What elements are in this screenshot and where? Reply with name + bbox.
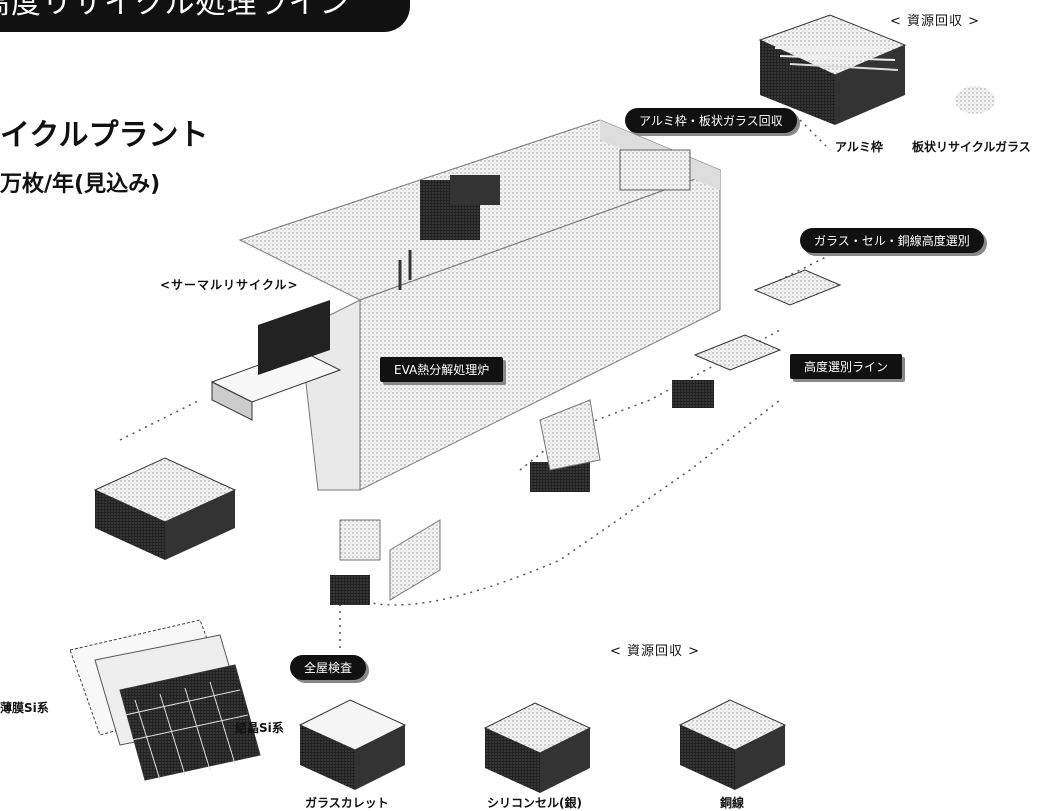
thin-film-label: 薄膜Si系 [0, 701, 49, 715]
inspection-pill: 全屋検査 [290, 655, 367, 680]
silicon-cell-crate [483, 702, 592, 793]
resource-recovery-bottom: < 資源回収 > [610, 644, 701, 659]
output-label-silicon-cell: シリコンセル(銀) [487, 796, 582, 810]
title-banner: 高度リサイクル処理ライン [0, 0, 410, 32]
separator-illustration [330, 519, 441, 605]
solar-panels-illustration [69, 619, 261, 781]
output-label-copper-wire: 銅線 [720, 796, 745, 810]
loading-conveyor-illustration [210, 300, 342, 421]
aluminum-crate-illustration [758, 14, 907, 125]
copper-wire-crate [678, 699, 787, 790]
resource-recovery-top: < 資源回収 > [890, 14, 981, 29]
crystalline-label: 結晶Si系 [235, 721, 284, 735]
eva-furnace-illustration [238, 119, 722, 491]
capacity-text: 万枚/年(見込み) [0, 172, 161, 197]
glass-cullet-crate [298, 699, 407, 790]
page-title: 高度リサイクル処理ライン [0, 0, 351, 21]
sorting-line-illustration [530, 269, 842, 492]
advanced-line-pill: 高度選別ライン [790, 354, 903, 379]
thermal-recycle-label: <サーマルリサイクル> [160, 278, 299, 292]
recycled-glass-label: 板状リサイクルガラス [912, 140, 1031, 154]
aluminum-glass-recovery-pill: アルミ枠・板状ガラス回収 [625, 108, 797, 133]
glass-pile-illustration [955, 86, 995, 114]
aluminum-frame-label: アルミ枠 [835, 140, 883, 154]
plant-name: イクルプラント [0, 118, 209, 153]
panel-stacker-illustration [93, 457, 237, 560]
sorting-pill: ガラス・セル・銅線高度選別 [800, 228, 984, 253]
eva-furnace-pill: EVA熱分解処理炉 [380, 357, 504, 382]
output-label-glass-cullet: ガラスカレット [305, 796, 389, 810]
